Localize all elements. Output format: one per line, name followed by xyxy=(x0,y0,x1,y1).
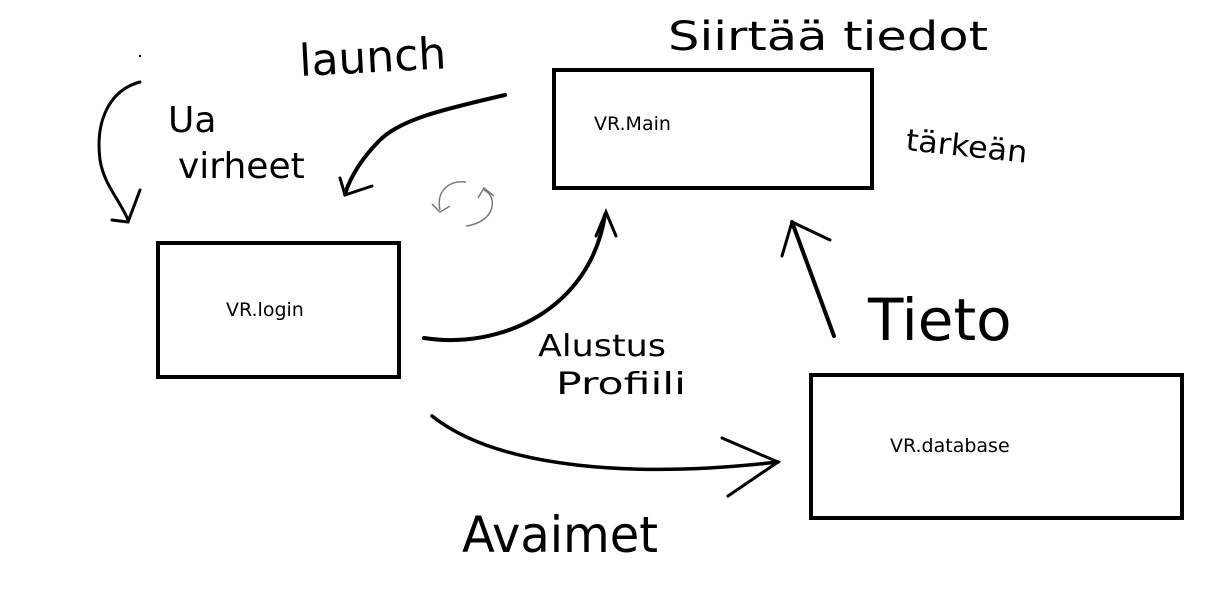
important-label: tärkeän xyxy=(904,123,1029,171)
refresh-arc-left xyxy=(438,181,467,211)
database-to-main-arrow xyxy=(790,220,836,338)
vr-main-box: VR.Main xyxy=(552,68,874,190)
launch-label: launch xyxy=(298,28,448,87)
refresh-arrowhead-left xyxy=(431,203,451,213)
vr-main-label: VR.Main xyxy=(594,113,671,135)
login-to-database-arrow xyxy=(430,414,780,472)
login-to-database-arrowhead xyxy=(720,436,782,498)
self-loop-arrow xyxy=(97,80,142,222)
vr-login-label: VR.login xyxy=(226,299,304,321)
self-loop-arrowhead xyxy=(110,188,142,224)
vr-database-label: VR.database xyxy=(890,435,1010,457)
new-errors-label-line2: virheet xyxy=(178,146,305,187)
login-to-main-arrow xyxy=(422,213,607,343)
transfer-label: Siirtää tiedot xyxy=(668,14,988,60)
login-to-main-arrowhead xyxy=(594,208,618,238)
vr-database-box: VR.database xyxy=(809,373,1184,520)
vr-login-box: VR.login xyxy=(156,241,401,379)
init-label-line1: Alustus xyxy=(538,329,666,364)
data-label: Tieto xyxy=(867,286,1012,354)
database-to-main-arrowhead xyxy=(780,219,832,258)
ink-dot xyxy=(138,54,142,58)
new-errors-label-line1: Ua xyxy=(168,100,216,141)
refresh-arrowhead-right xyxy=(477,186,495,199)
refresh-arc-right xyxy=(465,189,493,227)
keys-label: Avaimet xyxy=(462,506,658,564)
launch-arrow xyxy=(343,93,507,196)
init-label-line2: Profiili xyxy=(556,367,686,402)
launch-arrowhead xyxy=(338,176,374,197)
